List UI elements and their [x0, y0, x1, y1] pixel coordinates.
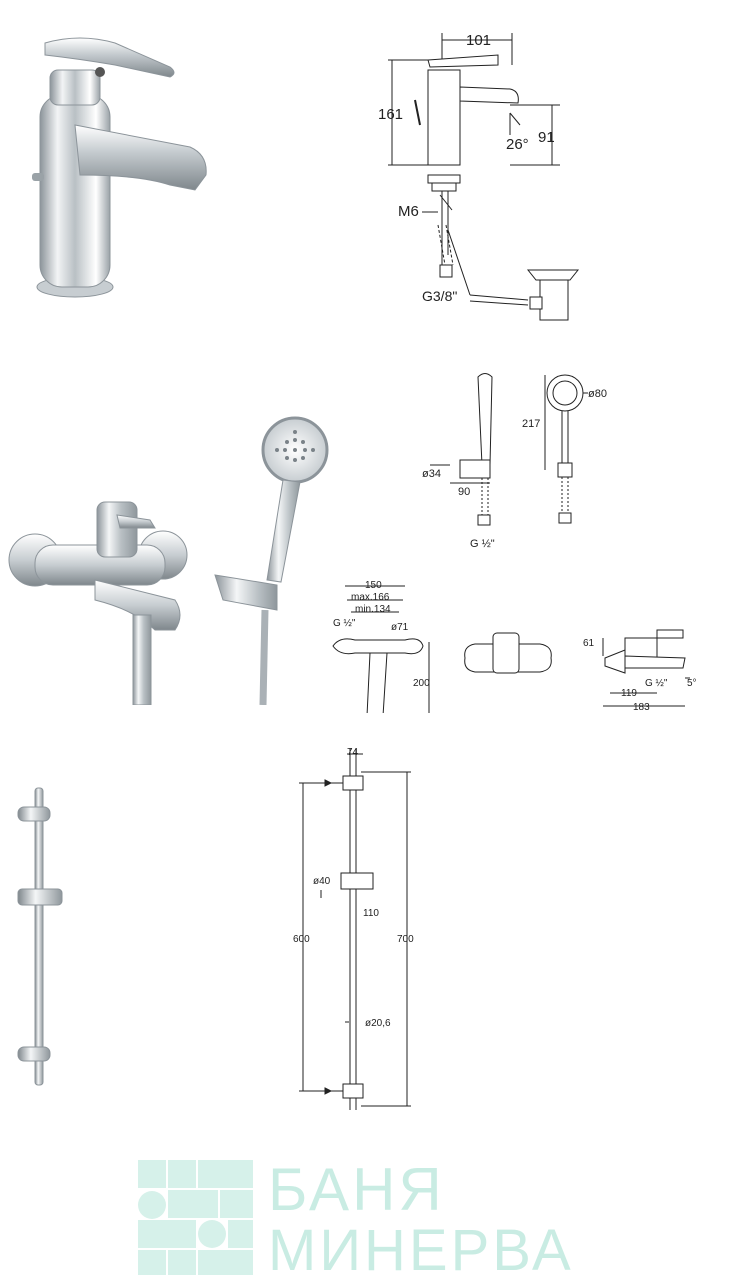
- dim-angle: 26°: [506, 136, 529, 153]
- bath-mixer-photo: [5, 490, 200, 706]
- holder-depth: 90: [458, 486, 470, 498]
- centers-min: min.134: [355, 604, 391, 615]
- mixer-height: 200: [413, 678, 430, 689]
- centers: 150: [365, 580, 382, 591]
- slider-diameter: ø40: [313, 876, 331, 887]
- top-width: 74: [347, 747, 359, 758]
- centers-max: max.166: [351, 592, 390, 603]
- handshower-drawing: ø34 90 G ½" ø80 217: [420, 365, 620, 550]
- dim-width: 101: [466, 32, 491, 49]
- watermark-line-1: БАНЯ: [268, 1156, 445, 1223]
- thread-left: G ½": [333, 618, 356, 629]
- total-projection: 183: [633, 702, 650, 713]
- shower-rail-photo: [10, 785, 70, 1090]
- rod-label: M6: [398, 203, 419, 220]
- fixing-distance: 600: [293, 934, 310, 945]
- basin-mixer-drawing: 101 161 91 26° M6 G3/8": [370, 25, 590, 325]
- spout-angle: 5°: [687, 678, 697, 689]
- holder-diameter: ø34: [422, 468, 441, 480]
- dim-spout-height: 91: [538, 129, 555, 146]
- watermark-logo-mark: [138, 1160, 253, 1275]
- handshower-length: 217: [522, 418, 540, 430]
- projection: 119: [621, 688, 637, 699]
- side-thread: G ½": [645, 678, 668, 689]
- watermark-line-2: МИНЕРВА: [268, 1218, 574, 1283]
- tube-diameter: ø20,6: [365, 1018, 391, 1029]
- handshower-photo: [205, 410, 335, 706]
- side-height: 61: [583, 638, 595, 649]
- basin-mixer-photo: [20, 25, 220, 305]
- shower-rail-drawing: 74 ø40 110 600 700 ø20,6: [285, 740, 425, 1120]
- slider-depth: 110: [363, 908, 379, 919]
- dim-height: 161: [378, 106, 403, 123]
- thread-label-hs: G ½": [470, 538, 495, 550]
- total-length: 700: [397, 934, 414, 945]
- flange-diameter: ø71: [391, 622, 409, 633]
- thread-label: G3/8": [422, 288, 457, 304]
- head-diameter: ø80: [588, 388, 607, 400]
- bath-mixer-drawing: 150 max.166 min.134 G ½" ø71 200 61 G ½"…: [325, 578, 705, 723]
